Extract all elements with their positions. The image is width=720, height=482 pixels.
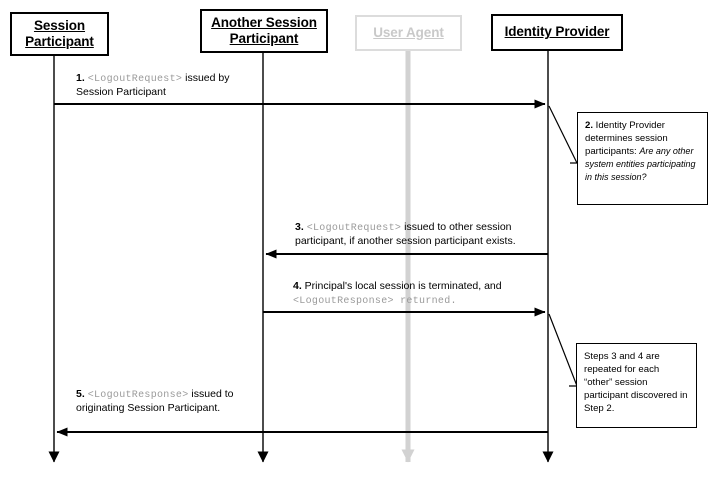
message-text-line2: participant, if another session particip… xyxy=(295,235,516,248)
actor-label-line2: Participant xyxy=(229,31,299,46)
message-label-step-4: 4. Principal's local session is terminat… xyxy=(293,280,583,308)
note-box-repeat: Steps 3 and 4 are repeated for each “oth… xyxy=(576,343,697,428)
message-label-step-5: 5. <LogoutResponse> issued to originatin… xyxy=(76,388,376,416)
message-text: issued to other session xyxy=(401,221,512,233)
actor-label-another-session-participant: Another Session Participant xyxy=(211,15,317,48)
actor-label-session-participant: Session Participant xyxy=(25,18,94,51)
message-mono: <LogoutRequest> xyxy=(87,74,183,85)
message-text: Principal's local session is terminated,… xyxy=(301,280,502,292)
message-label-step-3: 3. <LogoutRequest> issued to other sessi… xyxy=(295,221,585,249)
message-text: issued to xyxy=(188,388,234,400)
message-text-line2: Session Participant xyxy=(76,86,166,99)
note-text-repeat: Steps 3 and 4 are repeated for each “oth… xyxy=(584,350,689,415)
note-text-step-2: 2. Identity Provider determines session … xyxy=(585,119,700,184)
message-mono-line2: <LogoutResponse> returned. xyxy=(293,295,457,307)
actor-box-session-participant[interactable]: Session Participant xyxy=(10,12,109,56)
message-text: issued by xyxy=(182,72,230,84)
note-number: 2. xyxy=(585,120,594,131)
message-arrows xyxy=(54,99,548,437)
actor-box-another-session-participant[interactable]: Another Session Participant xyxy=(200,9,328,53)
actor-label-user-agent: User Agent xyxy=(373,25,444,41)
lifelines xyxy=(48,50,554,463)
message-number: 3. xyxy=(295,221,304,233)
note-emphasis: Are any other system entities participat… xyxy=(585,146,696,183)
message-text-line2: originating Session Participant. xyxy=(76,402,221,415)
note-body: Steps 3 and 4 are repeated for each “oth… xyxy=(584,351,688,415)
actor-label-line1: User Agent xyxy=(373,24,444,40)
note-box-step-2: 2. Identity Provider determines session … xyxy=(577,112,708,205)
actor-box-identity-provider[interactable]: Identity Provider xyxy=(491,14,623,51)
actor-label-line2: Participant xyxy=(25,34,94,49)
message-number: 4. xyxy=(293,280,302,292)
note-body: Identity Provider determines session par… xyxy=(585,120,668,158)
message-mono: <LogoutRequest> xyxy=(306,223,402,234)
actor-box-user-agent[interactable]: User Agent xyxy=(355,15,462,51)
message-mono: <LogoutResponse> xyxy=(87,390,189,401)
actor-label-line1: Identity Provider xyxy=(504,24,610,40)
message-label-step-1: 1. <LogoutRequest> issued by Session Par… xyxy=(76,72,376,100)
actor-label-line1: Session xyxy=(33,17,86,33)
note-leader-step-2 xyxy=(548,105,578,164)
message-number: 5. xyxy=(76,388,85,400)
actor-label-line1: Another Session xyxy=(211,14,317,30)
message-number: 1. xyxy=(76,72,85,84)
note-leader-repeat xyxy=(548,313,578,387)
actor-label-identity-provider: Identity Provider xyxy=(505,24,610,40)
